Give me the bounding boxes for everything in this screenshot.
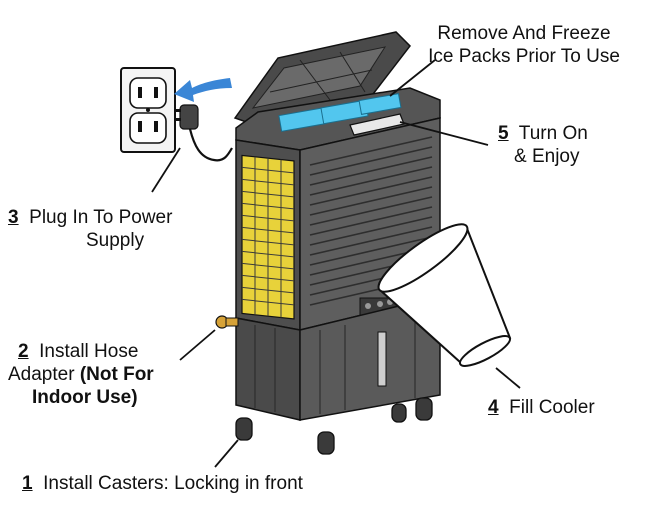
- power-plug: [176, 104, 233, 162]
- step-number: 4: [488, 397, 499, 418]
- step-2-hose-adapter: 2 Install Hose Adapter (Not For Indoor U…: [8, 340, 154, 409]
- cooler-base: [215, 295, 441, 421]
- step-text-line-2: Adapter: [8, 364, 80, 385]
- step-3-plug-in: 3 Plug In To Power Supply: [8, 206, 172, 252]
- step-1-casters: 1 Install Casters: Locking in front: [22, 472, 303, 495]
- step-warning: (Not For: [79, 364, 154, 385]
- step-4-fill-cooler: 4 Fill Cooler: [488, 396, 595, 419]
- step-text: Fill Cooler: [509, 397, 595, 418]
- ice-pack: [358, 93, 402, 115]
- step-warning-line-2: Indoor Use): [32, 387, 138, 408]
- leader-lines: [151, 59, 521, 468]
- step-number: 5: [498, 123, 509, 144]
- step-text: Install Hose: [39, 341, 139, 362]
- step-text-line-2: & Enjoy: [514, 146, 580, 167]
- freeze-ice-packs-note: Remove And Freeze Ice Packs Prior To Use: [404, 22, 644, 68]
- plug-direction-arrow: [174, 78, 232, 102]
- cooler-lid: [233, 31, 411, 125]
- note-line-2: Ice Packs Prior To Use: [428, 46, 620, 67]
- water-bucket: [377, 223, 512, 367]
- step-number: 3: [8, 207, 19, 228]
- side-grille: [241, 154, 295, 320]
- step-text: Install Casters: Locking in front: [43, 473, 303, 494]
- step-text-line-2: Supply: [86, 230, 145, 251]
- step-text: Plug In To Power: [29, 207, 173, 228]
- step-text: Turn On: [518, 123, 588, 144]
- casters: [235, 397, 433, 455]
- step-number: 1: [22, 473, 33, 494]
- wall-outlet: [120, 67, 176, 153]
- step-5-turn-on: 5 Turn On & Enjoy: [498, 122, 588, 168]
- step-number: 2: [18, 341, 29, 362]
- note-line-1: Remove And Freeze: [437, 23, 611, 44]
- cooler-top: [235, 87, 441, 151]
- water-level-gauge: [377, 331, 387, 387]
- control-display: [349, 113, 405, 136]
